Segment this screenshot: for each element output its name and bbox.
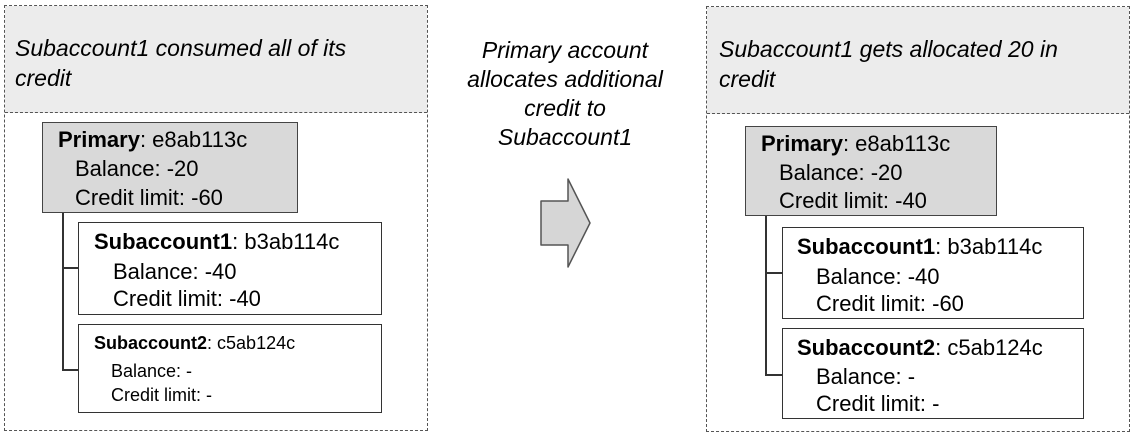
right-subaccount2-box: Subaccount2: c5ab124c Balance: - Credit … bbox=[782, 328, 1084, 419]
right-arrow-icon bbox=[540, 178, 591, 268]
left-tree-connector-sub1 bbox=[62, 267, 78, 269]
left-tree-connector-sub2 bbox=[62, 369, 78, 371]
subaccount2-id: : c5ab124c bbox=[935, 335, 1043, 360]
primary-balance: Balance: -20 bbox=[779, 160, 903, 185]
left-panel: Subaccount1 consumed all of its credit bbox=[4, 5, 428, 431]
primary-label: Primary bbox=[761, 131, 843, 156]
right-panel-header: Subaccount1 gets allocated 20 in credit bbox=[707, 7, 1129, 114]
subaccount2-balance: Balance: - bbox=[816, 364, 916, 389]
transition-caption: Primary account allocates additional cre… bbox=[467, 37, 663, 150]
right-primary-account-box: Primary: e8ab113c Balance: -20 Credit li… bbox=[745, 126, 997, 216]
left-subaccount1-box: Subaccount1: b3ab114c Balance: -40 Credi… bbox=[78, 222, 382, 315]
primary-label: Primary bbox=[58, 127, 140, 152]
subaccount2-label: Subaccount2 bbox=[94, 333, 208, 353]
subaccount1-label: Subaccount1 bbox=[797, 234, 936, 259]
left-panel-title: Subaccount1 consumed all of its credit bbox=[15, 35, 347, 91]
left-subaccount2-box: Subaccount2: c5ab124c Balance: - Credit … bbox=[78, 324, 382, 413]
subaccount1-balance: Balance: -40 bbox=[113, 259, 237, 284]
subaccount2-credit-limit: Credit limit: - bbox=[111, 385, 213, 405]
primary-id: : e8ab113c bbox=[842, 131, 951, 156]
subaccount1-credit-limit: Credit limit: -40 bbox=[113, 286, 261, 311]
subaccount2-id: : c5ab124c bbox=[207, 333, 296, 353]
right-subaccount1-box: Subaccount1: b3ab114c Balance: -40 Credi… bbox=[782, 227, 1084, 319]
subaccount2-label: Subaccount2 bbox=[797, 335, 936, 360]
right-panel-title: Subaccount1 gets allocated 20 in credit bbox=[719, 36, 1058, 92]
right-tree-connector-sub1 bbox=[765, 272, 782, 274]
right-tree-connector-sub2 bbox=[765, 374, 782, 376]
left-tree-connector-vertical bbox=[62, 212, 64, 370]
left-primary-account-box: Primary: e8ab113c Balance: -20 Credit li… bbox=[42, 122, 298, 213]
subaccount2-credit-limit: Credit limit: - bbox=[816, 391, 940, 416]
primary-id: : e8ab113c bbox=[139, 127, 248, 152]
subaccount1-id: : b3ab114c bbox=[935, 234, 1043, 259]
subaccount1-label: Subaccount1 bbox=[94, 229, 233, 254]
primary-credit-limit: Credit limit: -40 bbox=[779, 188, 927, 213]
subaccount1-id: : b3ab114c bbox=[232, 229, 340, 254]
subaccount1-credit-limit: Credit limit: -60 bbox=[816, 291, 964, 316]
subaccount1-balance: Balance: -40 bbox=[816, 264, 940, 289]
left-panel-header: Subaccount1 consumed all of its credit bbox=[5, 6, 427, 113]
primary-credit-limit: Credit limit: -60 bbox=[75, 185, 223, 210]
primary-balance: Balance: -20 bbox=[75, 156, 199, 181]
subaccount2-balance: Balance: - bbox=[111, 361, 193, 381]
right-panel: Subaccount1 gets allocated 20 in credit bbox=[706, 6, 1130, 432]
right-tree-connector-vertical bbox=[765, 215, 767, 375]
